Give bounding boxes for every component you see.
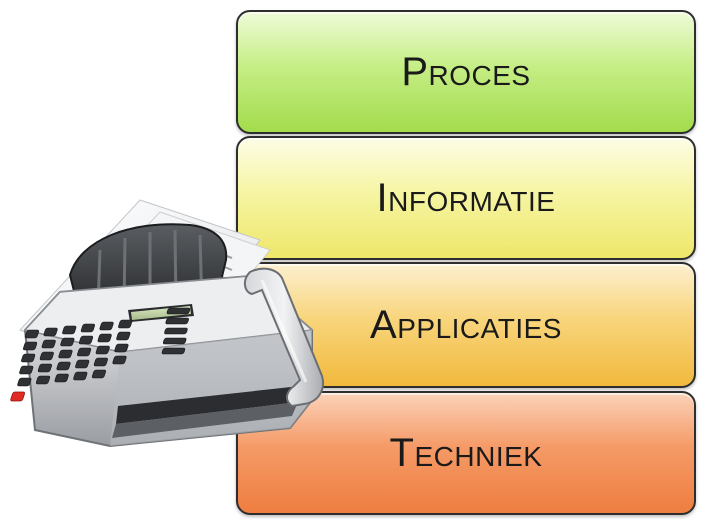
fax-handset <box>244 267 324 408</box>
fax-stop-button <box>10 391 25 402</box>
layer-applicaties: Applicaties <box>236 262 696 388</box>
layer-label-applicaties: Applicaties <box>370 302 562 347</box>
layer-label-proces: Proces <box>401 49 531 94</box>
fax-machine-icon <box>10 199 324 448</box>
layer-label-techniek: Techniek <box>389 430 543 475</box>
layer-techniek: Techniek <box>236 391 696 515</box>
layer-label-informatie: Informatie <box>376 175 556 220</box>
fax-keypad <box>17 307 191 387</box>
layer-informatie: Informatie <box>236 136 696 260</box>
layer-proces: Proces <box>236 10 696 134</box>
